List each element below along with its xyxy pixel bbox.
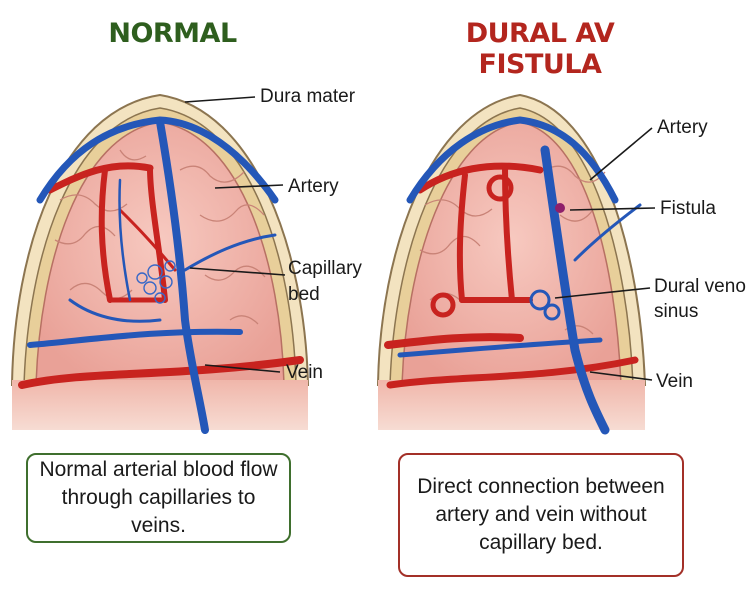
davf-caption-box: Direct connection between artery and vei… <box>398 453 684 577</box>
normal-illustration <box>10 93 310 434</box>
davf-leader-lines <box>554 127 656 381</box>
normal-veins <box>27 116 279 434</box>
normal-title: NORMAL <box>108 18 237 49</box>
label-capillary-line2: bed <box>288 284 320 305</box>
label-fistula: Fistula <box>660 198 716 219</box>
davf-illustration <box>376 93 656 435</box>
normal-gyri <box>54 149 266 325</box>
label-dural-venous-line2: sinus <box>654 301 699 322</box>
label-normal-artery: Artery <box>288 176 339 197</box>
fistula-point <box>555 203 565 213</box>
label-capillary-line1: Capillary <box>288 258 362 279</box>
normal-caption-text: Normal arterial blood flow through capil… <box>39 458 278 537</box>
davf-veins <box>397 116 642 435</box>
label-dura-mater: Dura mater <box>260 86 356 107</box>
label-davf-artery: Artery <box>657 117 708 138</box>
normal-tissue <box>12 380 308 430</box>
normal-leader-lines <box>184 96 286 373</box>
normal-caption-box: Normal arterial blood flow through capil… <box>26 453 291 543</box>
label-dural-venous-line1: Dural venous <box>654 276 747 297</box>
illustration <box>10 93 656 435</box>
label-normal-vein: Vein <box>286 362 323 383</box>
davf-tissue <box>378 380 645 430</box>
label-davf-vein: Vein <box>656 371 693 392</box>
normal-capillary-bed <box>136 260 176 304</box>
davf-caption-text: Direct connection between artery and vei… <box>417 475 665 554</box>
davf-arteries <box>384 162 639 389</box>
dural-av-fistula-title: DURAL AV FISTULA <box>465 18 615 80</box>
